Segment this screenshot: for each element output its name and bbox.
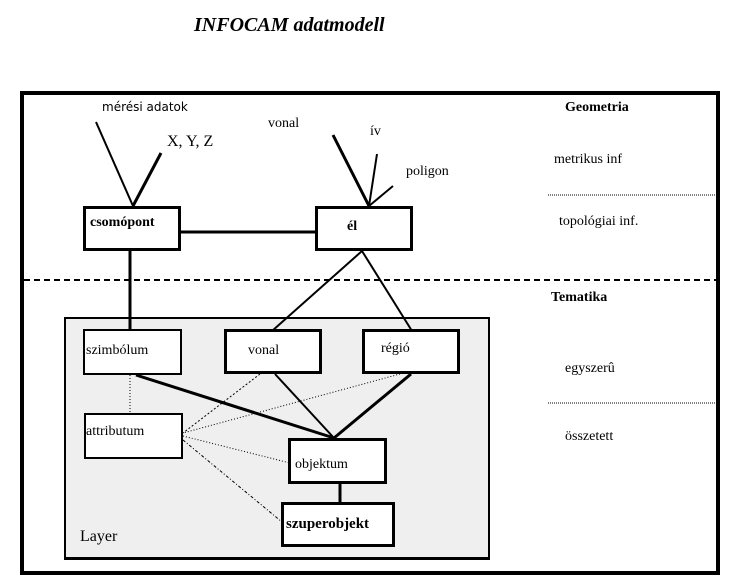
node-szuperobjekt-label: szuperobjekt [286, 516, 370, 532]
node-szimbolum[interactable]: szimbólum [83, 329, 182, 375]
label-iv: ív [370, 124, 381, 139]
node-regio[interactable]: régió [362, 329, 460, 374]
node-attributum-label: attributum [86, 424, 145, 439]
node-vonal-label: vonal [248, 343, 280, 358]
edge-iv-el [368, 153, 378, 207]
edge-meresi-adatok-csomopont [95, 121, 134, 207]
node-attributum[interactable]: attributum [84, 413, 183, 459]
label-osszetett: összetett [565, 429, 614, 444]
node-csomopont[interactable]: csomópont [83, 206, 181, 251]
edge-poligon-el [368, 185, 394, 207]
edge-regio-objektum [333, 372, 412, 440]
diagram-frame [20, 91, 720, 575]
edge-el-regio [361, 250, 413, 332]
label-topologiai-inf: topológiai inf. [559, 214, 639, 229]
layer-label: Layer [80, 528, 118, 545]
label-poligon: poligon [406, 164, 449, 179]
edge-attributum-szuperobjekt [182, 439, 283, 523]
node-szimbolum-label: szimbólum [86, 343, 149, 358]
diagram-title: INFOCAM adatmodell [194, 14, 385, 36]
label-meresi-adatok: mérési adatok [102, 100, 188, 114]
edge-vonal-attributum [182, 373, 261, 434]
edge-attributum-objektum [182, 435, 291, 464]
node-el-label: él [347, 219, 358, 234]
section-heading-geometria: Geometria [565, 100, 629, 115]
node-regio-label: régió [381, 341, 410, 356]
edge-szimbolum-objektum [135, 373, 335, 440]
label-metrikus-inf: metrikus inf [554, 152, 623, 167]
node-objektum[interactable]: objektum [288, 438, 387, 484]
label-egyszeru: egyszerû [565, 361, 615, 376]
edge-el-vonal [271, 250, 363, 332]
edge-xyz-csomopont [131, 152, 163, 207]
section-heading-tematika: Tematika [551, 290, 608, 305]
edge-vonal-el [331, 134, 371, 207]
edge-vonal-objektum [274, 373, 335, 439]
label-vonal-input: vonal [268, 116, 300, 131]
node-csomopont-label: csomópont [90, 215, 155, 230]
node-szuperobjekt[interactable]: szuperobjekt [281, 502, 395, 547]
node-el[interactable]: él [315, 206, 413, 251]
node-objektum-label: objektum [295, 457, 348, 472]
node-vonal[interactable]: vonal [224, 329, 322, 374]
label-xyz: X, Y, Z [167, 133, 214, 150]
